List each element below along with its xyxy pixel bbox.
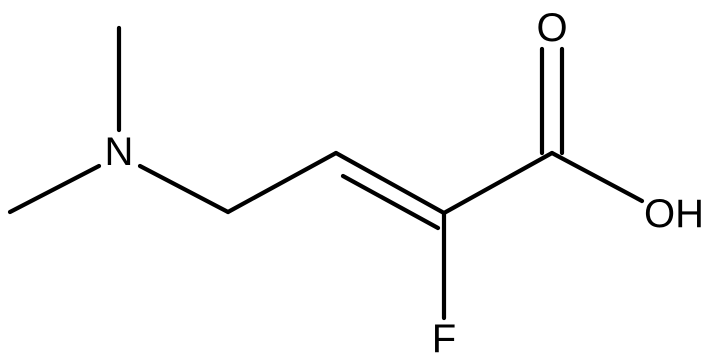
nitrogen-label: N: [105, 130, 134, 174]
bond-alkene-to-carboxyl-carbon: [441, 150, 555, 216]
fluorine-label: F: [432, 317, 456, 361]
bond-carboxyl-to-hydroxyl: [549, 150, 645, 204]
bond-methyl-left-to-nitrogen: [7, 163, 102, 215]
carbonyl-oxygen-label: O: [536, 6, 567, 50]
bond-alkene-double-inner: [340, 173, 441, 231]
hydroxyl-label: OH: [644, 192, 704, 236]
bond-nitrogen-to-ch2: [137, 163, 231, 215]
bond-alkene-double-outer: [333, 150, 447, 216]
bond-ch2-to-alkene-ch: [225, 150, 339, 215]
